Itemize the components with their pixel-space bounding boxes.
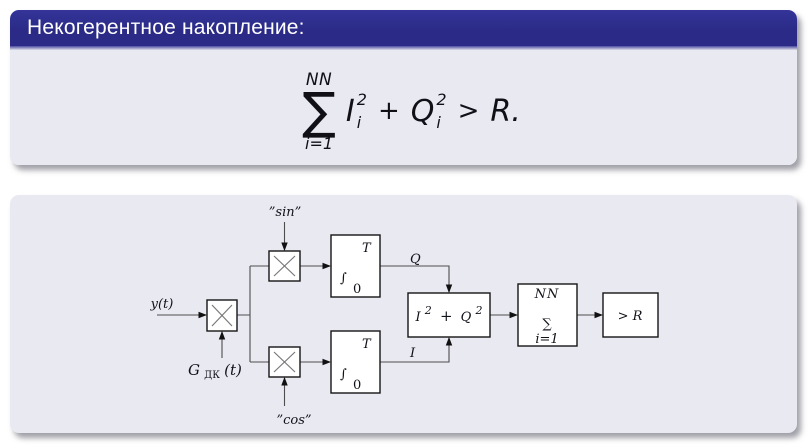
block-title-bar: Некогерентное накопление: (10, 10, 797, 46)
greater-than-operator: > (457, 95, 480, 126)
block-body: NN ∑ i=1 I 2 i + Q 2 i (10, 50, 797, 165)
integral-sign: ∫ (340, 367, 347, 382)
threshold-symbol: R. (490, 93, 521, 129)
sum-box-lower: i=1 (535, 332, 558, 347)
reference-signal-label: G ДК (t) (188, 361, 242, 382)
detector-i-sup: 2 (424, 304, 432, 317)
cos-label: ”cos” (276, 413, 311, 428)
formula-noncoherent-sum: NN ∑ i=1 I 2 i + Q 2 i (302, 69, 521, 153)
integrator-bottom: ∫ T 0 (330, 330, 381, 394)
multiplier-input (206, 299, 238, 332)
input-signal-label: y(t) (150, 297, 174, 312)
summation: NN ∑ i=1 (302, 69, 336, 153)
sin-label: ”sin” (269, 205, 302, 220)
term-i-sup: 2 (356, 89, 367, 109)
term-i-sub: i (356, 112, 362, 132)
detector-q-sup: 2 (474, 304, 482, 317)
wire-split-junction (237, 265, 269, 363)
detector-plus: + (440, 307, 453, 325)
detector-i: I (415, 310, 422, 325)
term-q-scripts: 2 i (436, 89, 447, 132)
sigma-symbol: ∑ (302, 81, 336, 140)
integral-lower-limit: 0 (353, 282, 361, 297)
sum-box-upper: NN (534, 287, 560, 302)
integrator-top: ∫ T 0 (330, 234, 381, 298)
term-q-sub: i (436, 112, 441, 132)
reference-subscript: ДК (204, 370, 220, 381)
term-i-squared: I 2 i (345, 89, 367, 132)
svg-text:I 2 +: I 2 + Q 2 (415, 303, 483, 325)
threshold-label: > R (618, 309, 643, 324)
sum-lower-limit: i=1 (305, 133, 334, 153)
multiplier-cos (268, 346, 301, 378)
integral-upper-limit: T (362, 241, 372, 256)
block-title-fade (10, 46, 797, 50)
reference-base: G (188, 361, 200, 379)
reference-arg: (t) (224, 361, 242, 379)
term-q-sup: 2 (436, 89, 447, 109)
summation-box: NN ∑ i=1 (517, 283, 578, 347)
block-noncoherent: Некогерентное накопление: NN ∑ i=1 I 2 i… (10, 10, 797, 165)
term-q-base: Q (410, 93, 435, 129)
term-q-squared: Q 2 i (410, 89, 447, 132)
detector-q: Q (461, 310, 472, 325)
q-output-label: Q (410, 252, 421, 267)
sum-box-sigma: ∑ (542, 317, 552, 332)
integral-upper-limit: T (362, 337, 372, 352)
i-output-label: I (409, 346, 416, 361)
threshold-box: > R (602, 292, 659, 338)
integral-lower-limit: 0 (353, 378, 361, 393)
wire-q (380, 265, 453, 294)
term-i-base: I (345, 93, 355, 129)
signal-processing-diagram: ∫ T 0 ∫ T 0 I 2 + Q 2 (150, 205, 659, 428)
multiplier-sin (268, 250, 301, 282)
sum-upper-limit: NN (305, 69, 333, 90)
term-i-scripts: 2 i (356, 89, 367, 132)
block-title: Некогерентное накопление: (27, 16, 305, 39)
wire-i (380, 336, 453, 363)
block-diagram: ∫ T 0 ∫ T 0 I 2 + Q 2 (10, 195, 797, 433)
plus-operator: + (377, 95, 400, 126)
integral-sign: ∫ (340, 271, 347, 286)
detector-box: I 2 + Q 2 (407, 292, 491, 338)
